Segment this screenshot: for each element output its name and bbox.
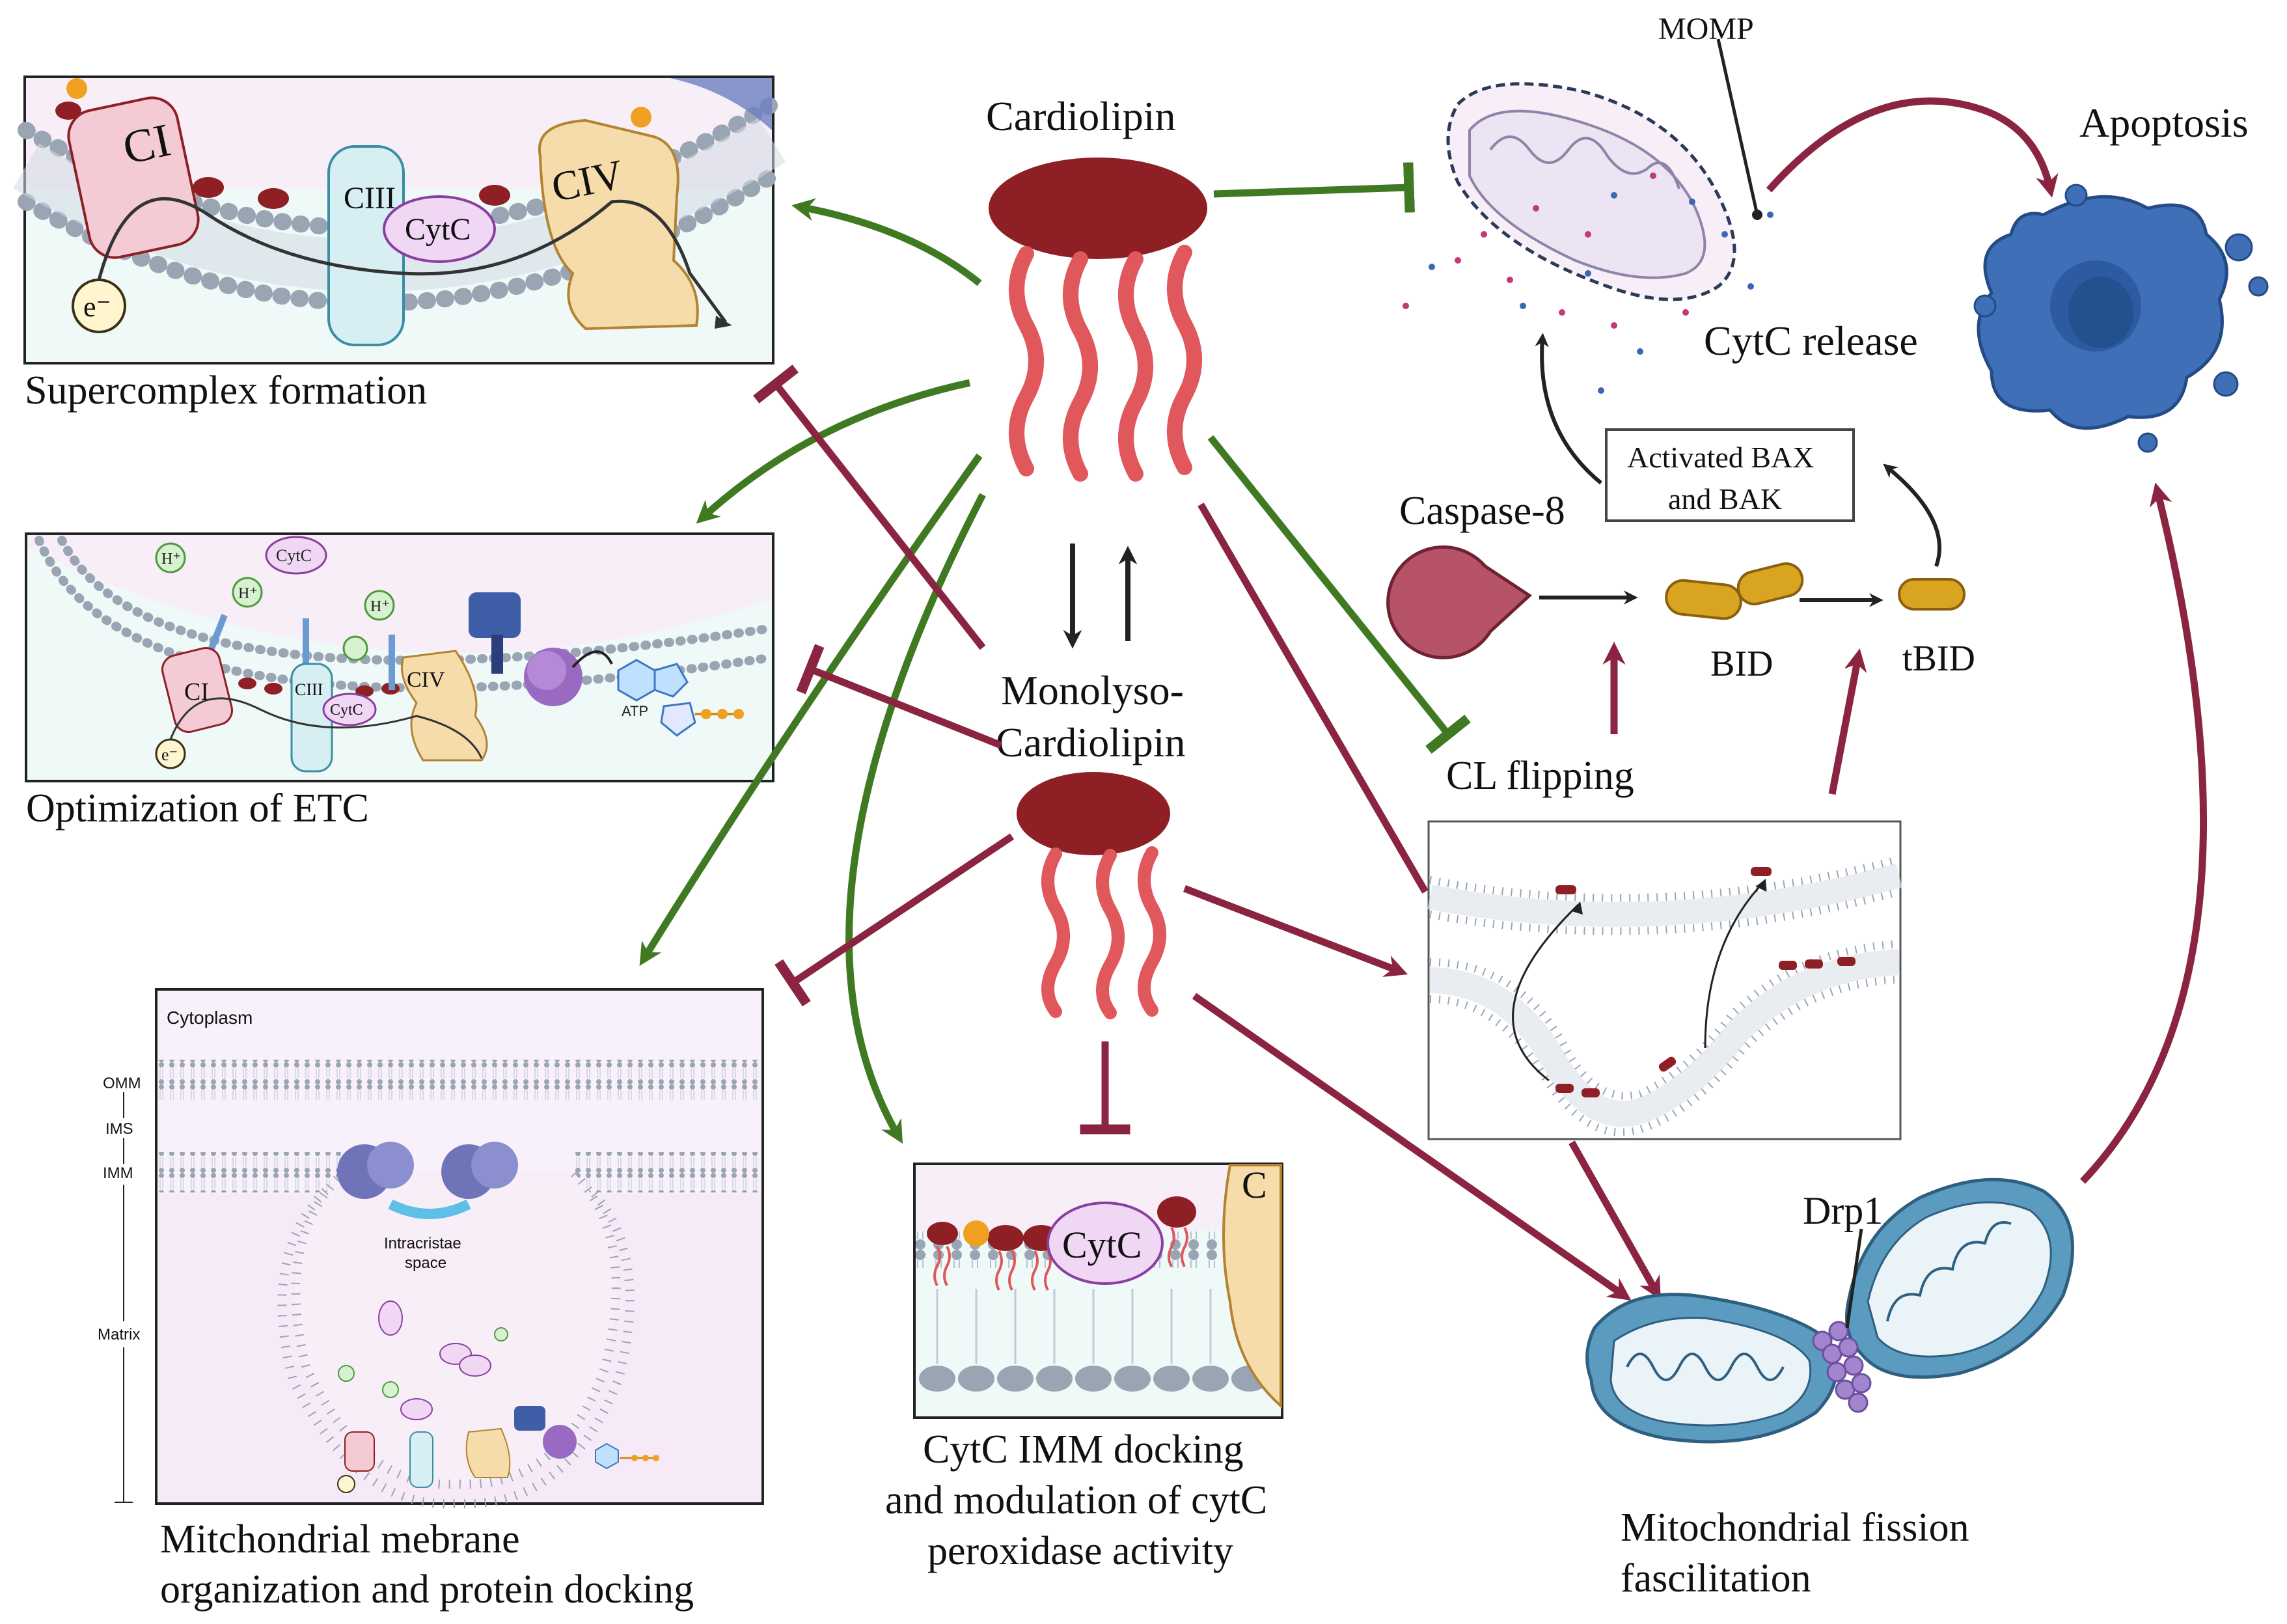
optimization-label: Optimization of ETC <box>26 786 369 831</box>
bid-label: BID <box>1710 644 1773 684</box>
fission-label-2: fascilitation <box>1621 1556 1811 1601</box>
svg-text:IMS: IMS <box>105 1120 133 1138</box>
monolyso-cardiolipin-molecule-icon <box>1017 772 1170 1019</box>
apoptotic-cell-icon <box>1973 184 2269 453</box>
svg-text:e⁻: e⁻ <box>161 745 178 764</box>
svg-text:H⁺: H⁺ <box>161 551 181 568</box>
apoptosis-label: Apoptosis <box>2079 100 2249 146</box>
svg-text:CIII: CIII <box>344 181 396 215</box>
complex-iii: CIII <box>290 663 333 773</box>
inhibit-arrows-maroon <box>752 365 1130 1135</box>
caspase8-label: Caspase-8 <box>1399 489 1565 533</box>
cytc-dock-label-3: peroxidase activity <box>927 1529 1233 1573</box>
proton-icon: H⁺ H⁺ H⁺ <box>155 542 395 661</box>
complex-i: CI <box>161 647 234 733</box>
complex-i: CI <box>67 96 200 259</box>
atp-synthase-icon <box>469 592 582 706</box>
complex-iv: CIV <box>401 650 488 762</box>
electron-icon: e⁻ <box>72 279 126 333</box>
svg-text:Matrix: Matrix <box>98 1326 140 1343</box>
tbid-protein-icon <box>1898 578 1965 611</box>
svg-text:Cytoplasm: Cytoplasm <box>167 1008 253 1028</box>
cl-flipping-label: CL flipping <box>1446 754 1634 798</box>
cytc-dock-label-1: CytC IMM docking <box>923 1427 1244 1472</box>
mitochondrion-release-icon <box>1403 82 1773 394</box>
promote-arrows <box>639 198 986 1144</box>
membrane-label-2: organization and protein docking <box>160 1567 694 1612</box>
monolyso-label-2: Cardiolipin <box>996 719 1186 765</box>
svg-text:CIII: CIII <box>295 680 323 699</box>
svg-text:IMM: IMM <box>103 1164 133 1182</box>
atp-molecule-icon: ATP <box>617 659 744 737</box>
etc-optimization-panel: H⁺ H⁺ H⁺ CytC CI CIII CytC CIV <box>25 532 776 782</box>
svg-text:CytC: CytC <box>405 212 471 247</box>
drp1-icon <box>1812 1321 1872 1413</box>
membrane-organization-panel: Cytoplasm Intracristae space OMM <box>98 988 764 1509</box>
momp-label: MOMP <box>1658 12 1754 46</box>
membrane-label-1: Mitchondrial mebrane <box>160 1517 520 1562</box>
fission-mitochondrion-icon <box>1585 1177 2075 1444</box>
caspase-pacman-icon <box>1386 545 1533 659</box>
bax-label-1: Activated BAX <box>1627 441 1814 474</box>
cardiolipin-label: Cardiolipin <box>986 93 1176 139</box>
cardiolipin-molecule-icon <box>989 158 1207 482</box>
fission-label-1: Mitochondrial fission <box>1621 1506 1969 1550</box>
bid-protein-icon <box>1665 562 1804 620</box>
svg-text:H⁺: H⁺ <box>370 598 390 615</box>
cytc-docking-panel: CytC C <box>913 1163 1283 1419</box>
cytc-dock-label-2: and modulation of cytC <box>885 1478 1267 1522</box>
bax-label-2: and BAK <box>1668 482 1782 516</box>
svg-text:e⁻: e⁻ <box>83 291 111 323</box>
cl-flipping-panel <box>1427 820 1902 1140</box>
svg-text:CIV: CIV <box>407 668 445 692</box>
svg-text:OMM: OMM <box>103 1075 141 1092</box>
svg-text:Intracristae: Intracristae <box>384 1235 461 1252</box>
inhibit-arrows-green <box>1207 162 1471 754</box>
atp-synthase-dimer-icon <box>337 1142 518 1219</box>
svg-text:CytC: CytC <box>330 702 363 719</box>
supercomplex-label: Supercomplex formation <box>25 368 427 413</box>
svg-text:H⁺: H⁺ <box>238 585 258 602</box>
svg-text:CytC: CytC <box>276 546 312 565</box>
promote-arrows-maroon <box>1183 97 2208 1301</box>
interconversion-arrows <box>1063 544 1138 649</box>
supercomplex-panel: CI CIII CytC CIV e⁻ <box>12 76 786 365</box>
drp1-label: Drp1 <box>1803 1189 1883 1232</box>
cytc-release-label: CytC release <box>1704 318 1918 364</box>
complex-iii: CIII <box>327 145 405 346</box>
bax-bak-box <box>1605 428 1855 522</box>
svg-text:space: space <box>405 1254 446 1272</box>
monolyso-label-1: Monolyso- <box>1001 667 1184 713</box>
cytochrome-c: CytC <box>322 693 377 726</box>
cytochrome-c: CytC <box>383 195 496 263</box>
svg-text:CI: CI <box>118 114 175 174</box>
tbid-label: tBID <box>1902 639 1975 679</box>
cytochrome-c: CytC <box>1047 1202 1164 1285</box>
svg-text:CytC: CytC <box>1062 1224 1142 1266</box>
electron-icon: e⁻ <box>155 738 186 769</box>
complex-iv: CIV <box>538 118 699 331</box>
svg-text:C: C <box>1242 1164 1267 1206</box>
svg-text:ATP: ATP <box>622 703 648 719</box>
